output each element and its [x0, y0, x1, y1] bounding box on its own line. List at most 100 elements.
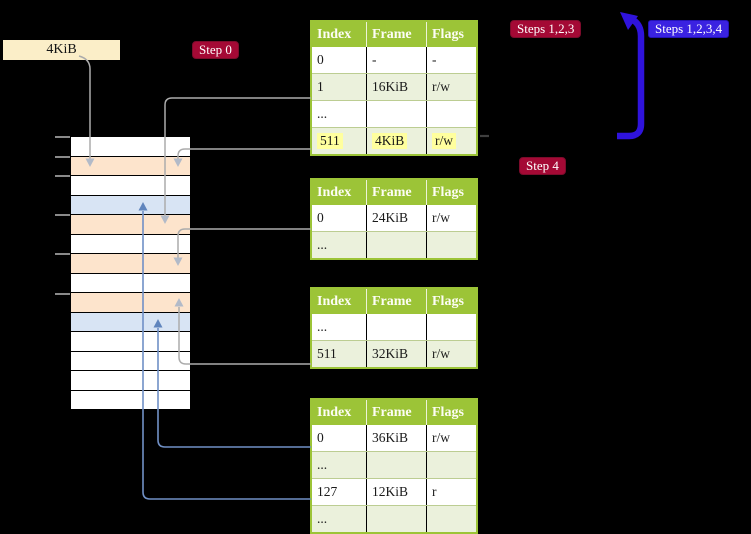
- arrow-t2-row0-to-frame: [173, 228, 311, 266]
- tick-mark: [55, 156, 70, 158]
- highlighted-value: 4KiB: [372, 133, 408, 149]
- table-cell: 4KiB: [367, 128, 427, 154]
- memory-frame-row-blue: [71, 195, 190, 215]
- memory-frame-row-white: [71, 390, 190, 409]
- table-cell: [367, 506, 427, 532]
- memory-frame-row-orange: [71, 293, 190, 313]
- memory-frame-row-white: [71, 234, 190, 254]
- table-cell: [427, 232, 476, 258]
- column-header: Flags: [432, 404, 464, 420]
- memory-frame-row-white: [71, 351, 190, 371]
- table-row: 511 4KiB r/w: [312, 128, 476, 154]
- table-cell: -: [432, 52, 437, 67]
- table-cell: ...: [312, 452, 367, 478]
- table-cell: r/w: [432, 430, 450, 445]
- column-header: Frame: [367, 22, 427, 47]
- table-cell: -: [367, 47, 427, 73]
- table-cell: 12KiB: [367, 479, 427, 505]
- memory-frame-row-orange: [71, 156, 190, 176]
- table-cell: [367, 452, 427, 478]
- frame-size-label: 4KiB: [3, 40, 120, 60]
- table-cell: r/w: [427, 128, 476, 154]
- table-cell: [427, 314, 476, 340]
- memory-frame-row-white: [71, 371, 190, 391]
- table-cell: r/w: [432, 210, 450, 225]
- memory-frame-row-blue: [71, 312, 190, 332]
- table-cell: ...: [312, 314, 367, 340]
- tick-mark: [55, 136, 70, 138]
- column-header: Frame: [367, 180, 427, 205]
- memory-frame-row-orange: [71, 254, 190, 274]
- table-cell: 36KiB: [367, 425, 427, 451]
- table-cell: 1: [312, 74, 367, 100]
- tick-mark: [55, 175, 70, 177]
- table-cell: [427, 452, 476, 478]
- highlighted-value: 511: [317, 133, 343, 149]
- table-cell: r: [432, 484, 437, 499]
- table-row: ...: [312, 232, 476, 258]
- column-header: Index: [312, 400, 367, 425]
- table-cell: 511: [312, 341, 367, 367]
- tick-mark: [55, 293, 70, 295]
- arrow-t1-row511-to-frame: [173, 148, 311, 167]
- table-cell: r/w: [432, 79, 450, 94]
- badge-steps-1-2-3: Steps 1,2,3: [510, 20, 582, 38]
- table-cell: ...: [312, 232, 367, 258]
- memory-frame-row-white: [71, 137, 190, 157]
- highlighted-value: r/w: [432, 133, 456, 149]
- memory-frame-row-orange: [71, 215, 190, 235]
- tick-mark: [55, 214, 70, 216]
- memory-frame-row-white: [71, 332, 190, 352]
- column-header: Index: [312, 180, 367, 205]
- column-header: Flags: [432, 26, 464, 42]
- badge-step-4: Step 4: [519, 157, 566, 175]
- column-header: Index: [312, 22, 367, 47]
- arrow-t3-row511-to-frame: [174, 298, 311, 365]
- column-header: Frame: [367, 400, 427, 425]
- badge-step-0: Step 0: [192, 41, 239, 59]
- big-return-arrow: [617, 12, 645, 140]
- table-cell: ...: [312, 506, 367, 532]
- table-cell: [427, 506, 476, 532]
- column-header: Flags: [432, 184, 464, 200]
- tick-mark: [55, 253, 70, 255]
- badge-steps-1-2-3-4: Steps 1,2,3,4: [648, 20, 730, 38]
- table-row: ...: [312, 506, 476, 532]
- table-row: ...: [312, 452, 476, 479]
- column-header: Frame: [367, 289, 427, 314]
- table-cell: [367, 101, 427, 127]
- table-cell: [367, 314, 427, 340]
- table-cell: 24KiB: [367, 205, 427, 231]
- column-header: Flags: [432, 293, 464, 309]
- table-row: ...: [312, 314, 476, 341]
- table-cell: 511: [312, 128, 367, 154]
- table-cell: 0: [312, 205, 367, 231]
- table-cell: 16KiB: [367, 74, 427, 100]
- column-header: Index: [312, 289, 367, 314]
- memory-frame-row-white: [71, 273, 190, 293]
- table-cell: [367, 232, 427, 258]
- memory-frame-row-white: [71, 176, 190, 196]
- table-row: ...: [312, 101, 476, 128]
- table-cell: r/w: [432, 346, 450, 361]
- table-cell: 0: [312, 47, 367, 73]
- table-cell: [427, 101, 476, 127]
- table-cell: 32KiB: [367, 341, 427, 367]
- physical-memory-strip: [70, 136, 191, 410]
- table-cell: 0: [312, 425, 367, 451]
- table-cell: 127: [312, 479, 367, 505]
